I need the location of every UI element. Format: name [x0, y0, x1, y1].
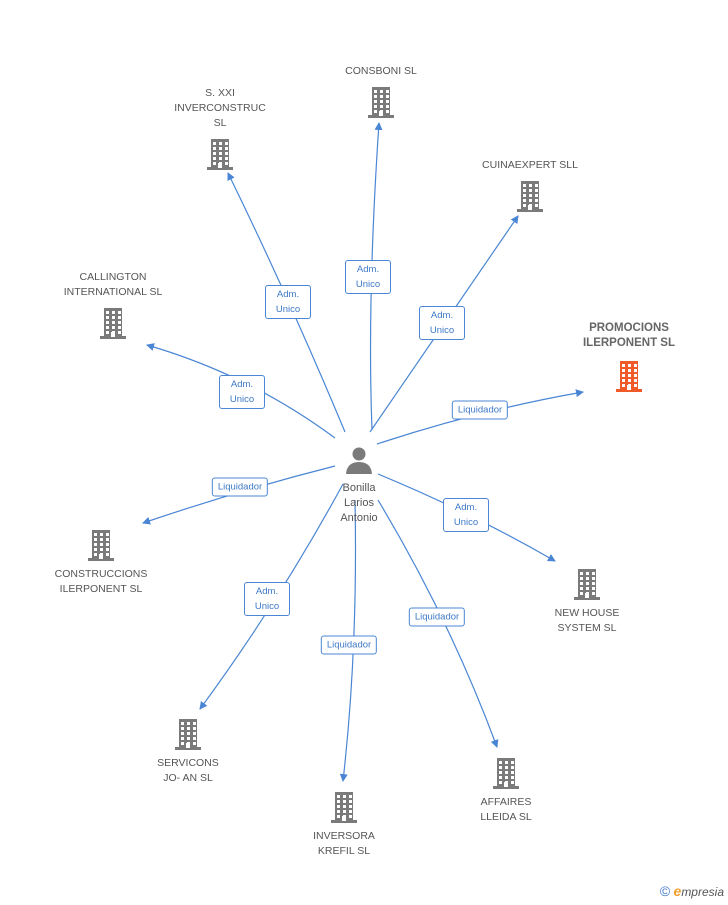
- company-label-servicons[interactable]: SERVICONS JO- AN SL: [118, 756, 258, 786]
- company-label-line: CUINAEXPERT SLL: [482, 159, 578, 171]
- building-icon-newhouse[interactable]: [571, 567, 603, 606]
- brand-name: mpresia: [681, 885, 724, 899]
- relation-label-construccions[interactable]: Liquidador: [211, 477, 269, 497]
- building-icon-callington[interactable]: [97, 306, 129, 345]
- relation-label-servicons[interactable]: Adm. Unico: [244, 582, 290, 616]
- company-label-newhouse[interactable]: NEW HOUSE SYSTEM SL: [517, 606, 657, 636]
- company-label-line: S. XXI: [205, 87, 235, 99]
- brand-initial: e: [673, 883, 682, 899]
- building-icon-construccions[interactable]: [85, 528, 117, 567]
- building-icon-promocions[interactable]: [613, 359, 645, 398]
- person-name-line: Antonio: [340, 512, 378, 524]
- company-label-sxxi[interactable]: S. XXI INVERCONSTRUC SL: [150, 86, 290, 131]
- company-label-line: AFFAIRES: [480, 796, 532, 808]
- company-label-construccions[interactable]: CONSTRUCCIONS ILERPONENT SL: [31, 567, 171, 597]
- relation-label-cuinaexpert[interactable]: Adm. Unico: [419, 306, 465, 340]
- company-label-line: SERVICONS: [157, 757, 219, 769]
- relation-label-sxxi[interactable]: Adm. Unico: [265, 285, 311, 319]
- person-icon[interactable]: [344, 445, 374, 480]
- company-label-line: PROMOCIONS: [589, 322, 669, 334]
- building-icon-inversora[interactable]: [328, 790, 360, 829]
- company-label-line: KREFIL SL: [317, 845, 371, 857]
- company-label-line: CONSBONI SL: [345, 65, 417, 77]
- company-label-callington[interactable]: CALLINGTON INTERNATIONAL SL: [43, 270, 183, 300]
- relation-label-promocions[interactable]: Liquidador: [451, 400, 509, 420]
- building-icon-affaires[interactable]: [490, 756, 522, 795]
- company-label-line: CALLINGTON: [79, 271, 147, 283]
- person-name-line: Larios: [344, 497, 374, 509]
- copyright-symbol: ©: [659, 883, 671, 899]
- company-label-affaires[interactable]: AFFAIRES LLEIDA SL: [436, 795, 576, 825]
- company-label-line: NEW HOUSE: [554, 607, 620, 619]
- building-icon-consboni[interactable]: [365, 85, 397, 124]
- company-label-line: ILERPONENT SL: [59, 583, 143, 595]
- person-name-line: Bonilla: [342, 482, 376, 494]
- company-label-line: SL: [213, 117, 227, 129]
- company-label-promocions[interactable]: PROMOCIONS ILERPONENT SL: [559, 321, 699, 351]
- company-label-line: INVERSORA: [313, 830, 375, 842]
- company-label-line: INTERNATIONAL SL: [63, 286, 163, 298]
- relation-label-consboni[interactable]: Adm. Unico: [345, 260, 391, 294]
- building-icon-servicons[interactable]: [172, 717, 204, 756]
- company-label-line: LLEIDA SL: [480, 811, 532, 823]
- company-label-line: INVERCONSTRUC: [174, 102, 266, 114]
- relation-label-callington[interactable]: Adm. Unico: [219, 375, 265, 409]
- company-label-line: CONSTRUCCIONS: [54, 568, 148, 580]
- relation-label-inversora[interactable]: Liquidador: [320, 635, 378, 655]
- company-label-consboni[interactable]: CONSBONI SL: [311, 64, 451, 79]
- company-label-cuinaexpert[interactable]: CUINAEXPERT SLL: [460, 158, 600, 173]
- empresia-logo[interactable]: © empresia: [660, 883, 724, 899]
- building-icon-cuinaexpert[interactable]: [514, 179, 546, 218]
- relation-label-affaires[interactable]: Liquidador: [408, 607, 466, 627]
- company-label-line: SYSTEM SL: [557, 622, 617, 634]
- building-icon-sxxi[interactable]: [204, 137, 236, 176]
- company-label-line: JO- AN SL: [163, 772, 213, 784]
- company-label-line: ILERPONENT SL: [582, 337, 675, 349]
- company-label-inversora[interactable]: INVERSORA KREFIL SL: [274, 829, 414, 859]
- relation-label-newhouse[interactable]: Adm. Unico: [443, 498, 489, 532]
